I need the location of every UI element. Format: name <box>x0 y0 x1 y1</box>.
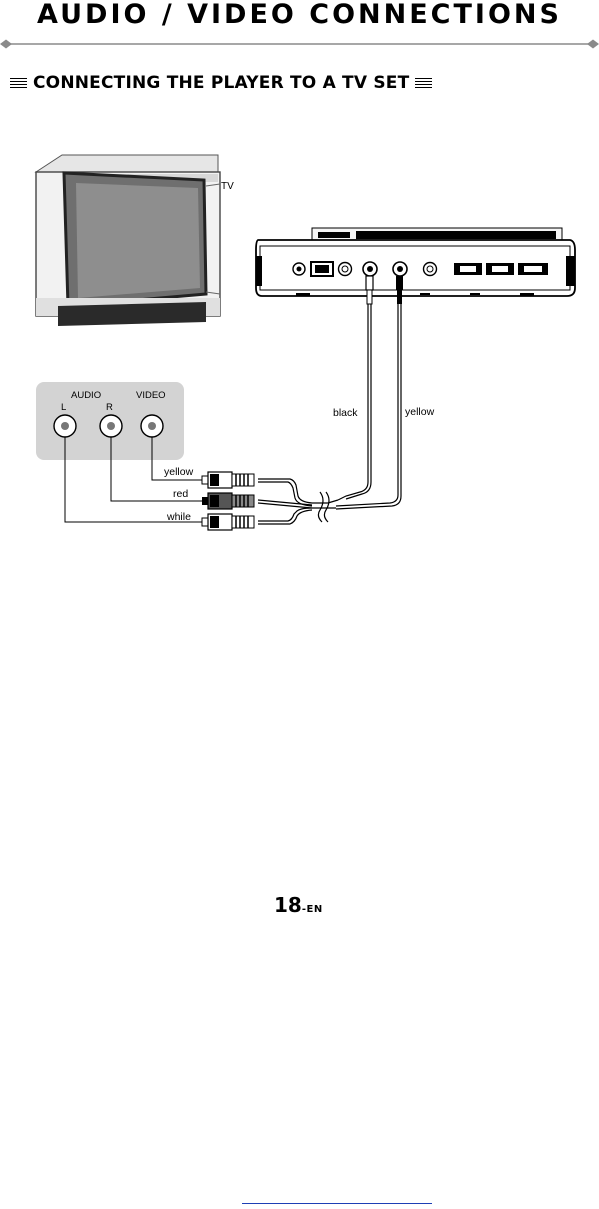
title-divider <box>0 36 599 52</box>
panel-left-label: L <box>61 402 66 413</box>
label-black-lead: black <box>333 407 358 419</box>
label-yellow-lead: yellow <box>405 406 435 418</box>
page-number-value: 18 <box>274 893 302 917</box>
page-number-suffix: -EN <box>302 904 323 915</box>
rca-plug-white <box>202 514 254 530</box>
heading-lines-left-icon <box>10 78 27 89</box>
section-heading-text: CONNECTING THE PLAYER TO A TV SET <box>33 73 409 93</box>
connection-diagram: TV <box>0 140 599 550</box>
tv-label: TV <box>221 181 234 192</box>
dvd-player-illustration <box>256 228 575 296</box>
rca-plug-red <box>202 493 254 509</box>
panel-audio-label: AUDIO <box>71 390 101 401</box>
panel-video-label: VIDEO <box>136 390 166 401</box>
heading-lines-right-icon <box>415 78 432 89</box>
label-yellow-plug: yellow <box>164 466 194 478</box>
label-white-plug: while <box>166 511 191 523</box>
panel-right-label: R <box>106 402 113 413</box>
rca-plug-yellow <box>202 472 254 488</box>
tv-illustration <box>36 155 220 326</box>
page-number: 18-EN <box>274 893 323 917</box>
label-red-plug: red <box>173 488 188 500</box>
section-heading: CONNECTING THE PLAYER TO A TV SET <box>10 71 432 95</box>
page-title: AUDIO / VIDEO CONNECTIONS <box>0 0 599 30</box>
footer-link-underline[interactable] <box>242 1203 432 1204</box>
av-cable <box>258 304 401 524</box>
